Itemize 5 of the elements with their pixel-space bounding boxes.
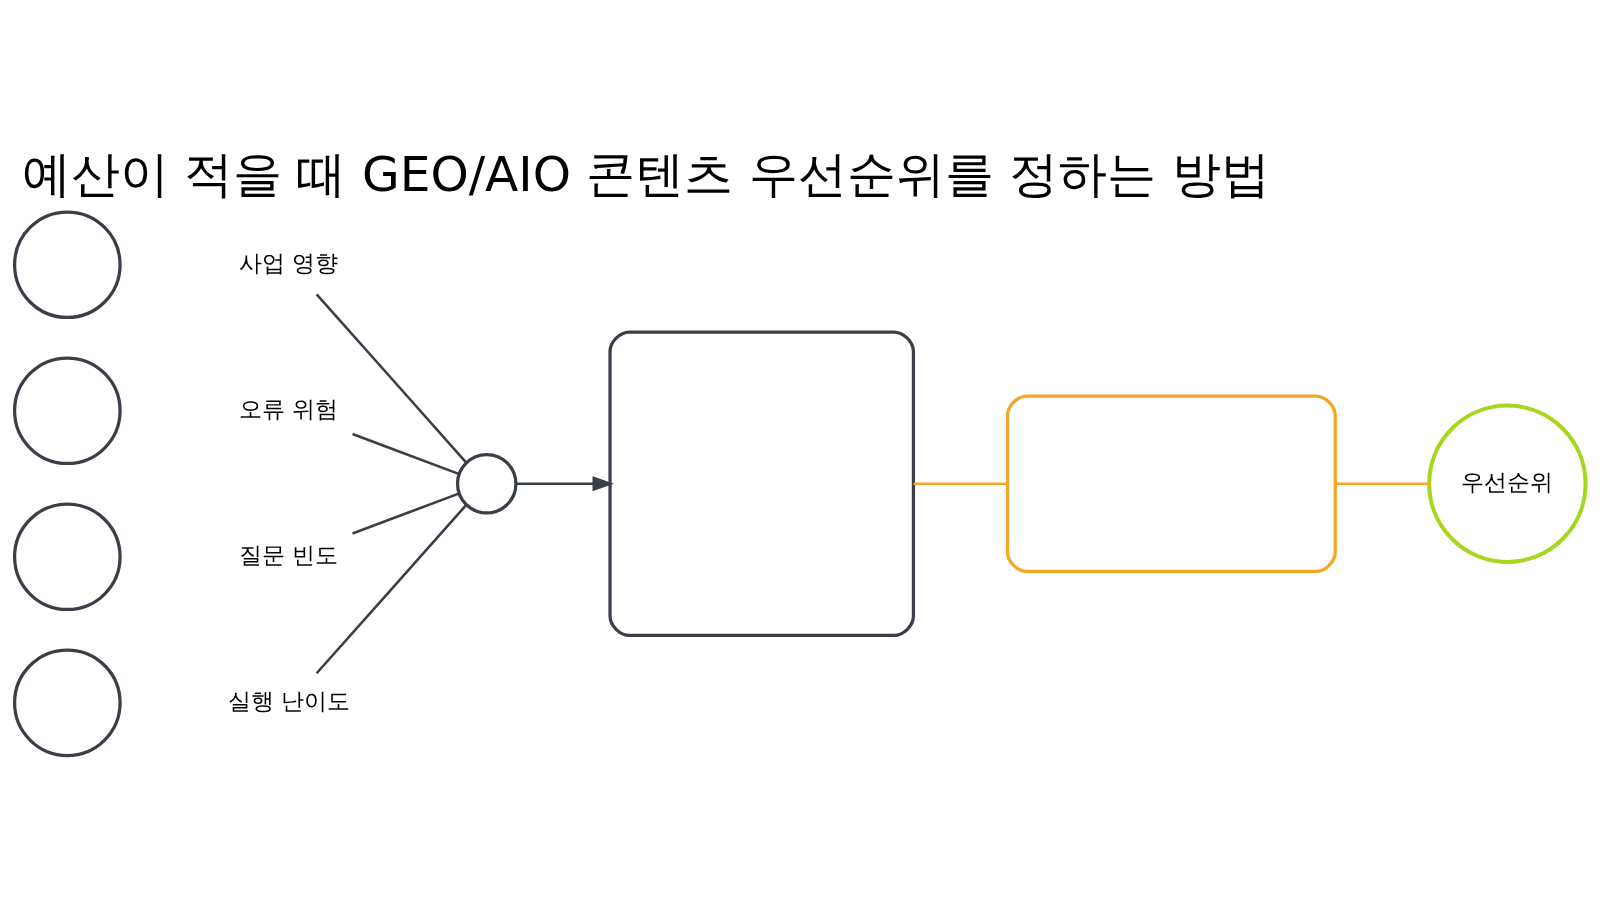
node-text: 실행 난이도 [227, 687, 350, 714]
node-text: 사업 영향 [239, 249, 339, 276]
diagram-title: 예산이 적을 때 GEO/AIO 콘텐츠 우선순위를 정하는 방법 [21, 145, 1270, 202]
node-text: 오류 위험 [239, 395, 339, 422]
node-text: 질문 빈도 [239, 541, 339, 568]
